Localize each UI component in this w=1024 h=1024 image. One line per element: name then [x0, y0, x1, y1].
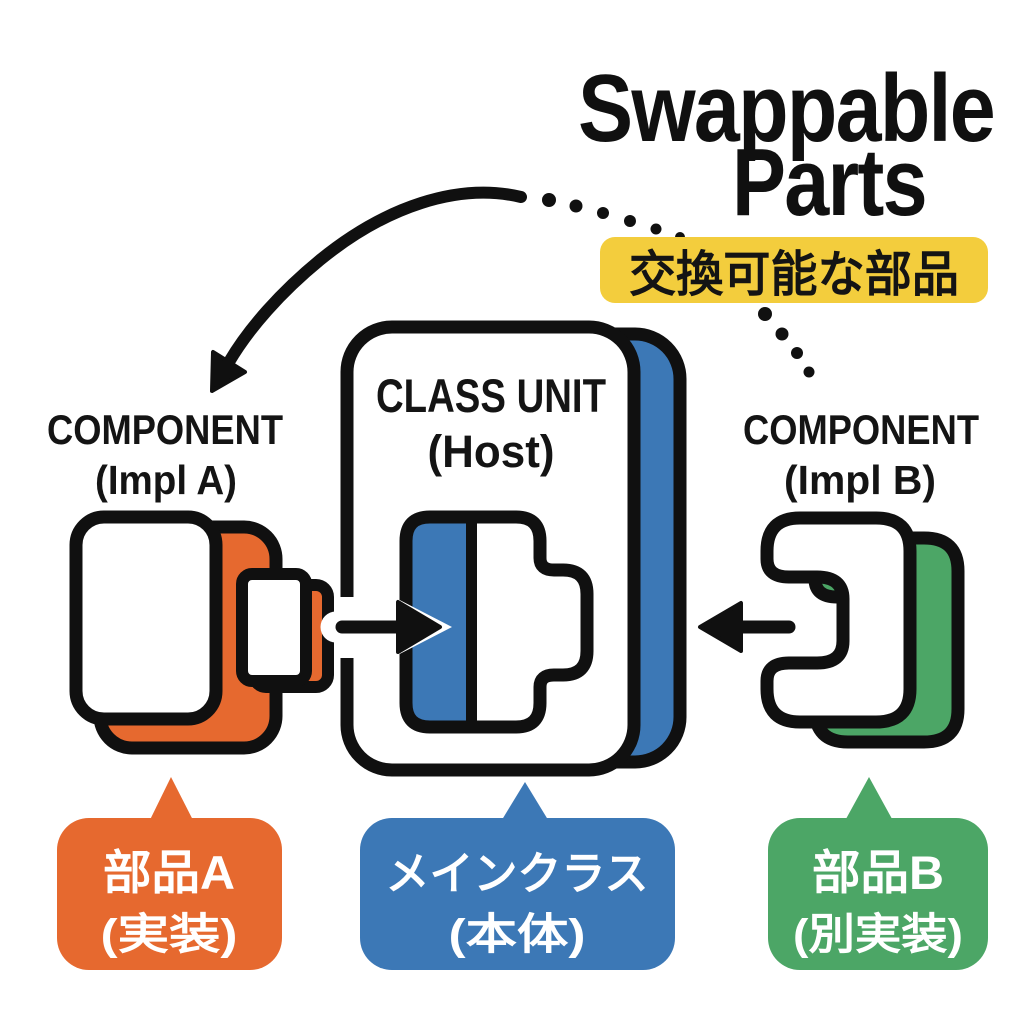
bubble-main-class-line1: メインクラス [386, 848, 649, 899]
class-unit-label-line1: CLASS UNIT [376, 369, 606, 422]
inject-arrow-left-head [396, 600, 442, 654]
component-b-label-line2: (Impl B) [784, 457, 936, 503]
bubble-part-a: 部品A (実装) [57, 777, 282, 970]
component-a-front-face [69, 510, 223, 726]
page-title-line2: Parts [732, 129, 926, 236]
swap-arc-arrow-icon [210, 186, 527, 393]
component-a-plug-face [236, 568, 312, 687]
subtitle-badge-text: 交換可能な部品 [629, 248, 959, 302]
component-b-label-line1: COMPONENT [743, 406, 979, 453]
class-unit-label-line2: (Host) [428, 426, 555, 477]
bubble-part-a-body [57, 818, 282, 970]
class-unit-socket [399, 510, 594, 734]
bubble-part-b: 部品B (別実装) [768, 777, 988, 970]
component-b-front-face [760, 511, 917, 729]
inject-arrow-right-icon [687, 593, 808, 661]
bubble-part-b-line1: 部品B [812, 846, 944, 899]
bubble-main-class: メインクラス (本体) [360, 782, 675, 970]
bubble-part-a-line1: 部品A [103, 846, 235, 899]
bubble-main-class-pointer [497, 782, 553, 828]
component-a-label-line2: (Impl A) [95, 457, 237, 503]
bubble-part-a-pointer [146, 777, 197, 828]
bubble-part-a-line2: (実装) [101, 911, 238, 959]
component-a-label-line1: COMPONENT [47, 406, 283, 453]
bubble-part-b-pointer [841, 777, 897, 828]
socket-outline [399, 510, 594, 734]
subtitle-badge [600, 237, 988, 303]
component-a-shape [69, 510, 334, 755]
socket-divider [466, 517, 477, 727]
inject-arrow-left-icon [320, 594, 452, 660]
inject-arrow-right-head [698, 601, 743, 653]
bubble-main-class-body [360, 818, 675, 970]
dotted-trail-lower [758, 307, 815, 378]
class-unit-shape: CLASS UNIT (Host) [336, 320, 687, 777]
bubble-main-class-line2: (本体) [449, 911, 586, 959]
bubble-part-b-body [768, 818, 988, 970]
swap-arc-curve [223, 186, 527, 368]
swap-arc-arrowhead [210, 350, 247, 393]
page-title-line1: Swappable [578, 55, 994, 162]
component-b-shape [760, 511, 965, 749]
bubble-part-b-line2: (別実装) [793, 911, 963, 959]
